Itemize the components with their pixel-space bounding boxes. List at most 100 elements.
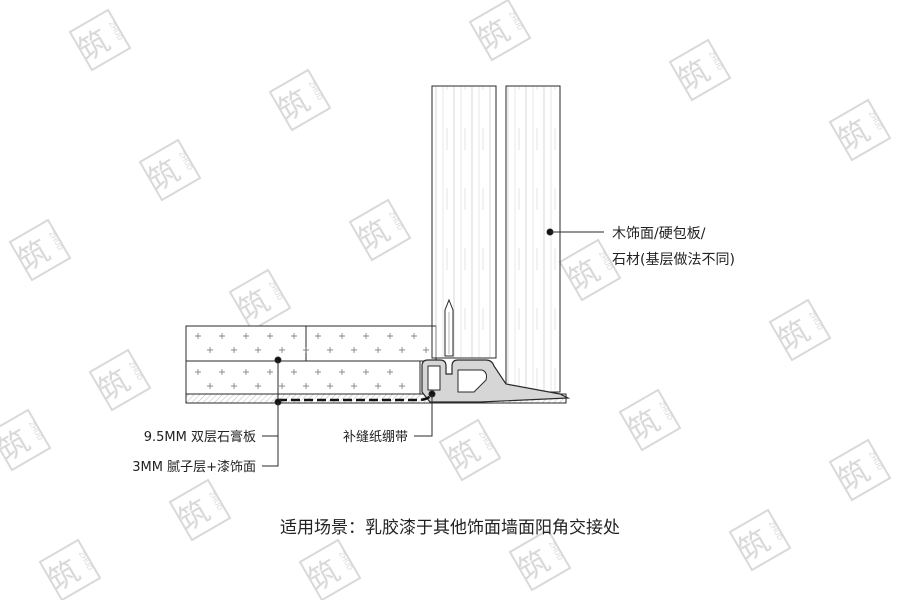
svg-text:筑: 筑 (773, 314, 816, 359)
svg-text:筑: 筑 (303, 554, 346, 599)
svg-text:筑: 筑 (43, 554, 86, 599)
gypsum-cross-mark (375, 383, 381, 389)
svg-text:ZHUD: ZHUD (47, 230, 64, 252)
svg-text:筑: 筑 (173, 494, 216, 539)
gypsum-cross-mark (255, 383, 261, 389)
svg-text:ZHUD: ZHUD (207, 490, 224, 512)
label-tape: 补缝纸绷带 (343, 430, 408, 445)
gypsum-cross-mark (231, 383, 237, 389)
svg-text:ZHUD: ZHUD (807, 310, 824, 332)
svg-text:筑: 筑 (513, 544, 556, 589)
gypsum-cross-mark (207, 347, 213, 353)
svg-text:ZHUD: ZHUD (107, 20, 124, 42)
svg-text:筑: 筑 (443, 434, 486, 479)
svg-text:筑: 筑 (833, 454, 876, 499)
svg-text:ZHUD: ZHUD (767, 520, 784, 542)
wood-panel-inner (431, 85, 497, 359)
label-wood-line2: 石材(基层做法不同) (612, 251, 735, 268)
svg-text:筑: 筑 (73, 24, 116, 69)
svg-text:ZHUD: ZHUD (547, 540, 564, 562)
label-putty: 3MM 腻子层+漆饰面 (132, 459, 256, 475)
gypsum-cross-mark (231, 347, 237, 353)
gypsum-cross-mark (411, 333, 417, 339)
screw-icon (444, 298, 454, 357)
label-gypsum: 9.5MM 双层石膏板 (144, 429, 256, 445)
gypsum-cross-mark (399, 383, 405, 389)
svg-text:筑: 筑 (833, 114, 876, 159)
caption: 适用场景：乳胶漆于其他饰面墙面阳角交接处 (280, 518, 620, 538)
svg-text:筑: 筑 (233, 284, 276, 329)
gypsum-cross-mark (267, 369, 273, 375)
gypsum-cross-mark (291, 333, 297, 339)
gypsum-cross-mark (327, 383, 333, 389)
gypsum-board-layer-1 (185, 325, 437, 395)
gypsum-cross-mark (351, 383, 357, 389)
svg-text:ZHUD: ZHUD (867, 110, 884, 132)
svg-text:ZHUD: ZHUD (507, 10, 524, 32)
svg-text:ZHUD: ZHUD (657, 400, 674, 422)
wood-panel-outer (505, 85, 561, 393)
gypsum-cross-mark (399, 347, 405, 353)
svg-text:筑: 筑 (623, 404, 666, 449)
gypsum-cross-mark (375, 347, 381, 353)
gypsum-cross-mark (291, 369, 297, 375)
gypsum-cross-mark (303, 383, 309, 389)
gypsum-cross-mark (363, 333, 369, 339)
gypsum-cross-mark (243, 333, 249, 339)
svg-text:ZHUD: ZHUD (707, 50, 724, 72)
leader-lines (262, 228, 604, 467)
svg-text:ZHUD: ZHUD (337, 550, 354, 572)
gypsum-texture (195, 333, 429, 389)
svg-text:ZHUD: ZHUD (127, 360, 144, 382)
svg-text:ZHUD: ZHUD (307, 80, 324, 102)
svg-text:ZHUD: ZHUD (77, 550, 94, 572)
gypsum-cross-mark (339, 369, 345, 375)
svg-text:筑: 筑 (733, 524, 776, 569)
svg-text:ZHUD: ZHUD (477, 430, 494, 452)
gypsum-cross-mark (351, 347, 357, 353)
gypsum-cross-mark (423, 347, 429, 353)
gypsum-cross-mark (327, 347, 333, 353)
svg-text:ZHUD: ZHUD (867, 450, 884, 472)
gypsum-cross-mark (387, 333, 393, 339)
corner-profile (421, 359, 571, 403)
gypsum-cross-mark (255, 347, 261, 353)
gypsum-cross-mark (315, 369, 321, 375)
gypsum-cross-mark (279, 383, 285, 389)
svg-text:筑: 筑 (13, 234, 56, 279)
svg-text:ZHUD: ZHUD (387, 210, 404, 232)
gypsum-cross-mark (267, 333, 273, 339)
gypsum-cross-mark (243, 369, 249, 375)
svg-text:ZHUD: ZHUD (27, 420, 44, 442)
gypsum-cross-mark (315, 333, 321, 339)
gypsum-cross-mark (339, 333, 345, 339)
gypsum-cross-mark (303, 347, 309, 353)
svg-text:筑: 筑 (353, 214, 396, 259)
gypsum-cross-mark (207, 383, 213, 389)
svg-text:筑: 筑 (673, 54, 716, 99)
gypsum-cross-mark (219, 333, 225, 339)
svg-text:筑: 筑 (273, 84, 316, 129)
svg-text:筑: 筑 (143, 154, 186, 199)
svg-text:筑: 筑 (93, 364, 136, 409)
